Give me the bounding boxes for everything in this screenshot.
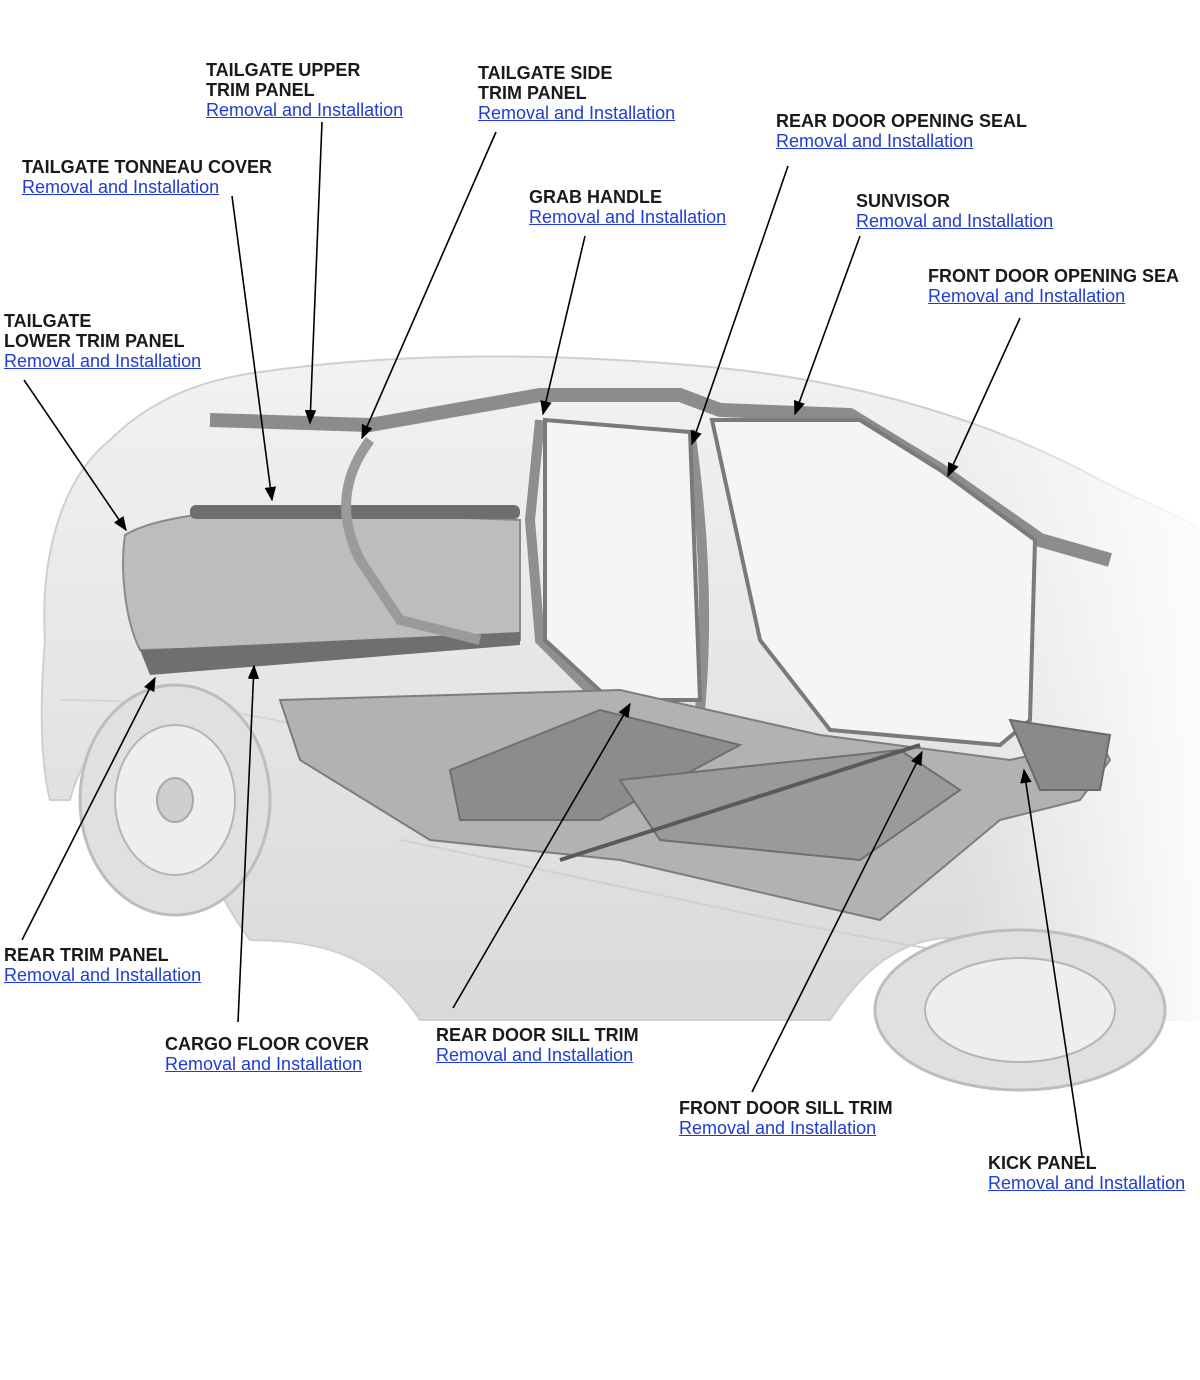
removal-installation-link[interactable]: Removal and Installation — [436, 1045, 634, 1065]
callout-title: KICK PANEL — [988, 1153, 1097, 1173]
callout-kick-panel: KICK PANEL Removal and Installation — [988, 1153, 1185, 1195]
removal-installation-link[interactable]: Removal and Installation — [478, 103, 676, 123]
callout-tailgate-side-trim-panel: TAILGATE SIDE TRIM PANEL Removal and Ins… — [478, 63, 675, 125]
callout-title: LOWER TRIM PANEL — [4, 331, 185, 351]
callout-title: TAILGATE SIDE — [478, 63, 613, 83]
leader-front-door-opening-seal — [947, 317, 1021, 478]
callout-title: GRAB HANDLE — [529, 187, 662, 207]
leader-tailgate-tonneau-cover — [231, 195, 277, 502]
leader-rear-trim-panel — [21, 676, 156, 941]
callout-rear-door-opening-seal: REAR DOOR OPENING SEAL Removal and Insta… — [776, 111, 1027, 153]
removal-installation-link[interactable]: Removal and Installation — [22, 177, 220, 197]
callout-title: SUNVISOR — [856, 191, 951, 211]
removal-installation-link[interactable]: Removal and Installation — [776, 131, 974, 151]
front-wheel — [873, 928, 1167, 1092]
callout-sunvisor: SUNVISOR Removal and Installation — [856, 191, 1053, 233]
callout-title: TAILGATE TONNEAU COVER — [22, 157, 273, 177]
callout-title: REAR DOOR OPENING SEAL — [776, 111, 1028, 131]
callout-title: FRONT DOOR OPENING SEA — [928, 266, 1180, 286]
removal-installation-link[interactable]: Removal and Installation — [679, 1118, 877, 1138]
callout-title: TAILGATE UPPER — [206, 60, 361, 80]
removal-installation-link[interactable]: Removal and Installation — [4, 965, 202, 985]
leader-kick-panel — [1020, 768, 1083, 1157]
callout-rear-trim-panel: REAR TRIM PANEL Removal and Installation — [4, 945, 201, 987]
leader-rear-door-sill-trim — [452, 702, 631, 1009]
callout-title: REAR TRIM PANEL — [4, 945, 169, 965]
callout-cargo-floor-cover: CARGO FLOOR COVER Removal and Installati… — [165, 1034, 369, 1076]
callout-title: REAR DOOR SILL TRIM — [436, 1025, 639, 1045]
leader-tailgate-side-trim-panel — [361, 131, 497, 440]
leader-tailgate-lower-trim-panel — [23, 379, 127, 532]
leader-tailgate-upper-trim-panel — [304, 121, 323, 425]
leader-grab-handle — [540, 235, 586, 416]
leader-cargo-floor-cover — [237, 664, 260, 1023]
callout-grab-handle: GRAB HANDLE Removal and Installation — [529, 187, 726, 229]
callout-front-door-sill-trim: FRONT DOOR SILL TRIM Removal and Install… — [679, 1098, 893, 1140]
removal-installation-link[interactable]: Removal and Installation — [165, 1054, 363, 1074]
tailgate-panel — [122, 505, 521, 675]
leader-sunvisor — [794, 235, 861, 416]
removal-installation-link[interactable]: Removal and Installation — [928, 286, 1126, 306]
callout-tailgate-lower-trim-panel: TAILGATE LOWER TRIM PANEL Removal and In… — [4, 311, 201, 373]
removal-installation-link[interactable]: Removal and Installation — [856, 211, 1054, 231]
callout-front-door-opening-seal: FRONT DOOR OPENING SEA Removal and Insta… — [928, 266, 1179, 308]
rear-wheel — [78, 683, 272, 917]
floor-assembly — [278, 688, 1112, 922]
leader-front-door-sill-trim — [751, 750, 923, 1093]
leader-lines — [21, 121, 1083, 1157]
callout-title: TAILGATE — [4, 311, 92, 331]
callout-title: TRIM PANEL — [206, 80, 315, 100]
door-openings — [543, 417, 1038, 748]
leader-rear-door-opening-seal — [690, 165, 789, 446]
callout-tailgate-upper-trim-panel: TAILGATE UPPER TRIM PANEL Removal and In… — [206, 60, 403, 122]
callout-title: TRIM PANEL — [478, 83, 587, 103]
removal-installation-link[interactable]: Removal and Installation — [988, 1173, 1186, 1193]
removal-installation-link[interactable]: Removal and Installation — [529, 207, 727, 227]
callout-tailgate-tonneau-cover: TAILGATE TONNEAU COVER Removal and Insta… — [22, 157, 272, 199]
callout-title: CARGO FLOOR COVER — [165, 1034, 370, 1054]
removal-installation-link[interactable]: Removal and Installation — [4, 351, 202, 371]
callout-rear-door-sill-trim: REAR DOOR SILL TRIM Removal and Installa… — [436, 1025, 639, 1067]
callout-title: FRONT DOOR SILL TRIM — [679, 1098, 893, 1118]
removal-installation-link[interactable]: Removal and Installation — [206, 100, 404, 120]
